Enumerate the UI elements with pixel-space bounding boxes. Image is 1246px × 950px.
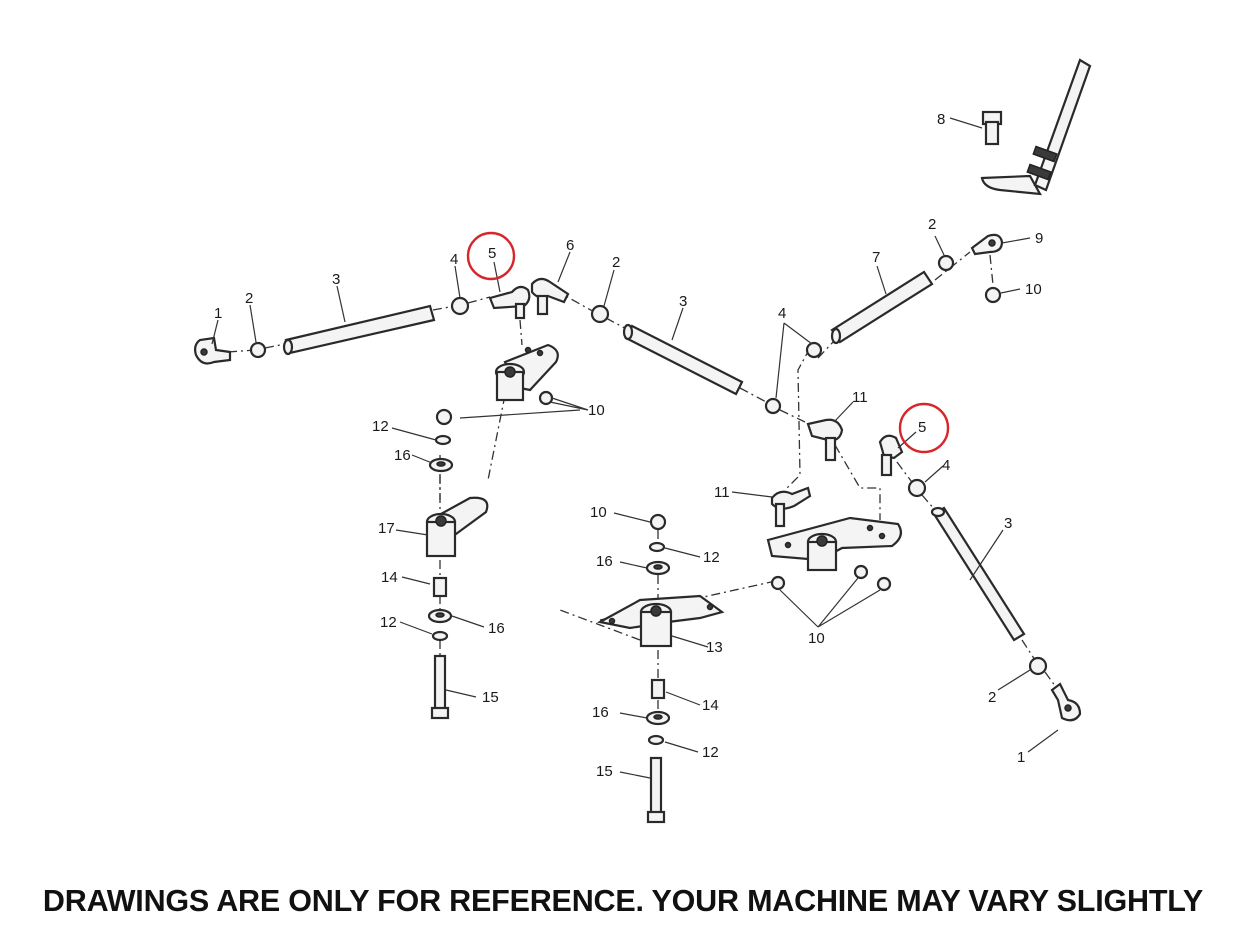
- callout-2-right: 2: [988, 689, 996, 706]
- jam-nut-4-center: [764, 397, 782, 415]
- callout-1-left: 1: [214, 305, 222, 322]
- bolt-15-left: [430, 654, 450, 720]
- tie-rod-end-1-right: [1050, 682, 1082, 722]
- nut-10-right-b: [853, 564, 869, 580]
- bushing-16-left-a: [428, 457, 454, 473]
- ball-joint-11-lower: [770, 486, 812, 528]
- ball-joint-5-right: [878, 434, 904, 477]
- callout-14-center: 14: [702, 697, 719, 714]
- nut-10-center: [649, 513, 667, 531]
- nut-10-left-b: [435, 408, 453, 426]
- callout-11-upper: 11: [852, 389, 868, 406]
- callout-14-left: 14: [381, 569, 398, 586]
- callout-2-center: 2: [612, 254, 620, 271]
- callout-5-right: 5: [918, 419, 926, 436]
- callout-4-right: 4: [942, 457, 950, 474]
- steering-column-arm: [980, 58, 1092, 196]
- callout-2-left: 2: [245, 290, 253, 307]
- callout-2-upper: 2: [928, 216, 936, 233]
- jam-nut-4-left: [450, 296, 470, 316]
- jam-nut-2-left: [249, 341, 267, 359]
- tie-rod-3-center: [622, 323, 744, 396]
- callout-10-left: 10: [588, 402, 605, 419]
- tie-rod-3-right: [930, 506, 1026, 642]
- nut-10-upper: [984, 286, 1002, 304]
- callout-12-center-a: 12: [703, 549, 720, 566]
- callout-3-left: 3: [332, 271, 340, 288]
- bushing-16-center-b: [645, 710, 671, 726]
- callout-15-center: 15: [596, 763, 613, 780]
- jam-nut-4-right: [907, 478, 927, 498]
- callout-15-left: 15: [482, 689, 499, 706]
- pivot-bracket-17: [425, 496, 489, 558]
- spacer-14-center: [650, 678, 666, 700]
- washer-12-center-b: [647, 734, 665, 746]
- tie-rod-end-1-left: [194, 336, 232, 365]
- jam-nut-4-upper: [805, 341, 823, 359]
- jam-nut-2-upper: [937, 254, 955, 272]
- bushing-16-left-b: [427, 608, 453, 624]
- callout-11-lower: 11: [714, 484, 730, 501]
- tie-rod-3-left: [282, 304, 436, 356]
- highlight-circle-5-right: [898, 402, 950, 454]
- callout-3-right: 3: [1004, 515, 1012, 532]
- callout-16-center-a: 16: [596, 553, 613, 570]
- ball-joint-6: [530, 277, 570, 316]
- callout-17: 17: [378, 520, 395, 537]
- drag-link-7: [830, 270, 934, 345]
- disclaimer-text: DRAWINGS ARE ONLY FOR REFERENCE. YOUR MA…: [42, 884, 1204, 918]
- callout-12-left-a: 12: [372, 418, 389, 435]
- pivot-bracket-upper-left: [494, 343, 559, 402]
- callout-5-left: 5: [488, 245, 496, 262]
- callout-12-center-b: 12: [702, 744, 719, 761]
- callout-16-left-a: 16: [394, 447, 411, 464]
- callout-4-upper: 4: [778, 305, 786, 322]
- washer-12-left-b: [431, 630, 449, 642]
- bolt-8: [981, 110, 1003, 146]
- callout-7: 7: [872, 249, 880, 266]
- callout-13: 13: [706, 639, 723, 656]
- callout-10-right: 10: [808, 630, 825, 647]
- washer-12-center-a: [648, 541, 666, 553]
- callout-10-center: 10: [590, 504, 607, 521]
- callout-8: 8: [937, 111, 945, 128]
- callout-12-left-b: 12: [380, 614, 397, 631]
- callout-16-left-b: 16: [488, 620, 505, 637]
- callout-3-center: 3: [679, 293, 687, 310]
- bolt-15-center: [646, 756, 666, 824]
- callout-1-right: 1: [1017, 749, 1025, 766]
- highlight-circle-5-left: [466, 231, 516, 281]
- steering-linkage-diagram: 1 2 3 4 5 6 2 10 12 16 17 14 12 16 15 3 …: [194, 58, 1092, 824]
- rod-end-9: [970, 233, 1004, 256]
- jam-nut-2-right: [1028, 656, 1048, 676]
- nut-10-right-c: [876, 576, 892, 592]
- jam-nut-2-center: [590, 304, 610, 324]
- pivot-bracket-right: [766, 516, 903, 572]
- spacer-14-left: [432, 576, 448, 598]
- bushing-16-center-a: [645, 560, 671, 576]
- callout-labels: 1 2 3 4 5 6 2 10 12 16 17 14 12 16 15 3 …: [214, 111, 1043, 780]
- callout-9: 9: [1035, 230, 1043, 247]
- callout-4-left: 4: [450, 251, 458, 268]
- leader-lines: [211, 117, 1059, 779]
- washer-12-left-a: [434, 434, 452, 446]
- pivot-bracket-13: [596, 594, 725, 648]
- callout-10-upper: 10: [1025, 281, 1042, 298]
- nut-10-right-a: [770, 575, 786, 591]
- callout-16-center-b: 16: [592, 704, 609, 721]
- callout-6: 6: [566, 237, 574, 254]
- ball-joint-11-upper: [806, 418, 844, 462]
- ball-joint-5-left: [488, 285, 531, 320]
